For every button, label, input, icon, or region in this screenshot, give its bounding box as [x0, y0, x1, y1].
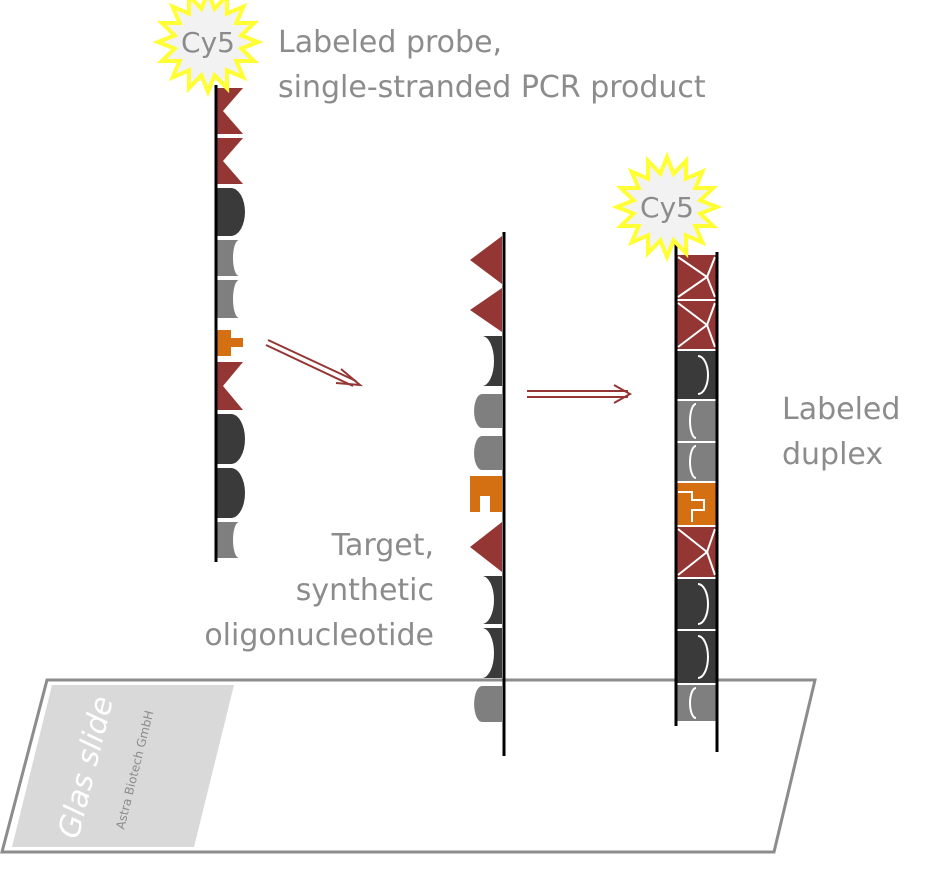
cy5-dye-duplex: Cy5	[611, 151, 723, 263]
duplex-pair-3	[676, 349, 717, 399]
duplex-pair-block	[677, 255, 716, 299]
pair-seam	[705, 256, 716, 298]
pair-seam	[697, 583, 709, 625]
probe-base-2	[217, 138, 243, 184]
pair-seam	[705, 302, 716, 348]
base-c-socket	[467, 342, 474, 380]
cy5-label-duplex: Cy5	[640, 191, 694, 224]
probe-base-3	[217, 188, 245, 236]
cy5-star-probe	[152, 0, 264, 98]
probe-base-9	[217, 468, 245, 518]
base-a	[217, 138, 243, 184]
base-c	[482, 628, 502, 678]
base-c	[217, 188, 245, 236]
base-a	[470, 522, 502, 572]
probe-base-1	[217, 88, 243, 134]
duplex-pair-block	[677, 483, 716, 525]
base-t	[474, 686, 502, 722]
base-a	[470, 236, 502, 284]
probe-base-10	[217, 522, 239, 558]
base-a	[470, 288, 502, 332]
duplex-pair-block	[677, 351, 716, 399]
base-g	[470, 476, 502, 512]
target-base-9	[467, 628, 502, 678]
pair-seam	[705, 528, 716, 576]
target-base-2	[470, 288, 502, 332]
target-base-3	[467, 336, 502, 386]
probe-label-line2: single-stranded PCR product	[278, 70, 706, 105]
base-a	[217, 88, 243, 134]
duplex-pair-block	[677, 443, 716, 481]
target-label-line3: oligonucleotide	[204, 618, 434, 653]
arrow-target-to-duplex	[527, 384, 633, 404]
glass-slide: Glas slide Astra Biotech GmbH	[0, 678, 817, 854]
duplex-label-line1: Labeled	[782, 392, 901, 427]
cy5-star-duplex	[611, 151, 723, 263]
duplex-pair-4	[676, 399, 717, 441]
arrow-probe-to-target	[265, 339, 364, 387]
base-t	[217, 280, 239, 318]
base-c-socket	[467, 634, 474, 672]
probe-strand	[214, 85, 245, 562]
pair-seam	[689, 403, 697, 439]
duplex-pair-9	[676, 629, 717, 683]
duplex-pair-block	[677, 527, 716, 577]
duplex-pair-block	[677, 685, 716, 721]
target-base-5	[474, 436, 502, 470]
duplex-pair-8	[676, 577, 717, 629]
cy5-label-probe: Cy5	[181, 26, 235, 59]
target-base-6	[470, 476, 502, 512]
probe-base-5	[217, 280, 239, 318]
target-base-1	[470, 236, 502, 284]
base-t	[474, 436, 502, 470]
probe-base-4	[217, 240, 239, 276]
pair-seam	[689, 445, 697, 479]
duplex-label-line2: duplex	[782, 437, 884, 472]
target-base-7	[470, 522, 502, 572]
target-base-8	[467, 576, 502, 624]
duplex-pair-6	[676, 481, 717, 525]
base-c	[482, 576, 502, 624]
duplex-pair-7	[676, 525, 717, 577]
duplex-pair-10	[676, 683, 717, 721]
duplex-pair-5	[676, 441, 717, 481]
base-t	[474, 394, 502, 428]
slide-label-area	[12, 685, 234, 847]
base-c	[217, 468, 245, 518]
base-c	[217, 414, 245, 464]
target-label-line1: Target,	[331, 528, 434, 563]
duplex-pair-1	[676, 253, 717, 299]
target-label-line2: synthetic	[295, 573, 434, 608]
duplex-pair-block	[677, 631, 716, 683]
duplex-pair-block	[677, 401, 716, 441]
cy5-dye-probe: Cy5	[152, 0, 264, 98]
target-base-4	[474, 394, 502, 428]
pair-seam	[689, 687, 697, 719]
probe-base-6	[217, 330, 243, 356]
base-t	[217, 522, 239, 558]
base-a	[217, 362, 243, 410]
pair-seam	[697, 355, 709, 395]
duplex-pair-2	[676, 299, 717, 349]
probe-base-8	[217, 414, 245, 464]
base-c-socket	[467, 582, 474, 618]
base-c	[482, 336, 502, 386]
duplex-pair-block	[677, 579, 716, 629]
probe-base-7	[217, 362, 243, 410]
target-base-10	[474, 686, 502, 722]
base-t	[217, 240, 239, 276]
base-g	[217, 330, 243, 356]
pair-seam	[678, 491, 705, 522]
pair-seam	[697, 635, 709, 679]
duplex-strand	[674, 232, 719, 752]
target-strand	[467, 232, 506, 756]
probe-label-line1: Labeled probe,	[278, 25, 503, 60]
duplex-pair-block	[677, 301, 716, 349]
